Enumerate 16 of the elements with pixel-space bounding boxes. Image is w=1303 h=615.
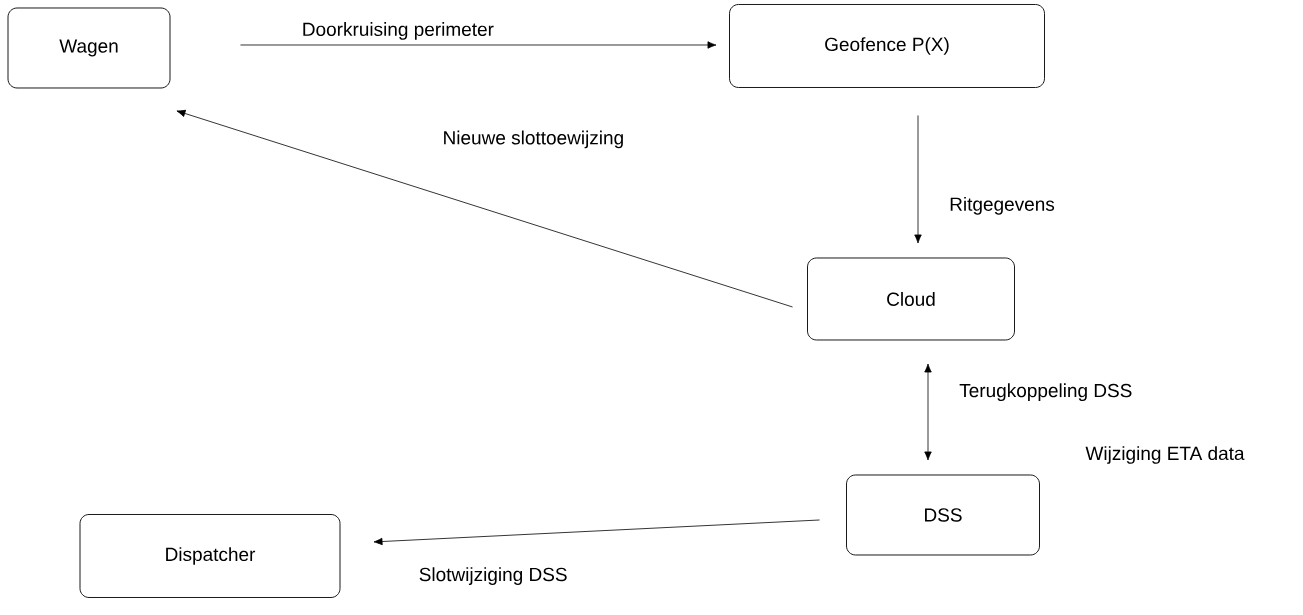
edge-label: Terugkoppeling DSS (958, 382, 1134, 403)
edge-label: Ritgegevens (948, 195, 1056, 216)
arrow (924, 363, 932, 461)
edge-label: Nieuwe slottoewijzing (441, 129, 626, 150)
edge-label: Slotwijziging DSS (417, 566, 569, 586)
arrow (373, 519, 820, 546)
process-box: DSS (846, 474, 1040, 556)
arrow (240, 41, 717, 49)
arrow (914, 115, 922, 244)
edge-label: Doorkruising perimeter (300, 21, 495, 41)
arrow (176, 109, 793, 308)
process-box: Geofence P(X) (729, 4, 1045, 88)
process-box: Wagen (7, 7, 171, 89)
note-text: Wijziging ETA data (1085, 446, 1245, 464)
process-box: Dispatcher (79, 514, 341, 598)
process-box: Cloud (807, 257, 1015, 341)
